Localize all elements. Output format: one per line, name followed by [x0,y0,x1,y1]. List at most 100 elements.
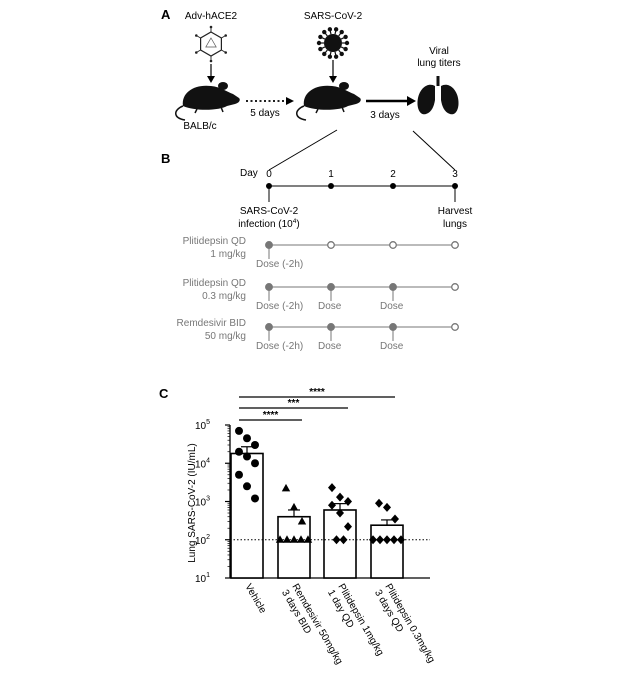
no-dose-point [327,241,335,249]
dose-point [327,323,335,331]
data-point [281,483,291,492]
no-dose-point [451,323,459,331]
data-point [243,452,251,461]
data-point [235,426,243,435]
dose-label: Dose [318,301,342,312]
data-point [251,459,259,468]
harvest-label-line1: Harvest [438,206,473,217]
data-point [251,494,259,503]
interval2-label: 3 days [370,110,399,121]
interval1-label: 5 days [250,108,279,119]
bar [277,515,311,579]
dose-label: Dose (-2h) [256,259,303,270]
bar [323,509,357,579]
data-point [339,535,348,545]
data-point [369,535,377,545]
data-point [328,483,336,493]
significance-label: **** [309,387,325,398]
dose-label: Dose [380,341,404,352]
y-tick-label: 104 [195,457,210,470]
spike-tip [339,29,344,35]
panel-a: A Adv-hACE2 SARS-CoV-2 Viral lung titers… [161,7,461,132]
regimen-dose: 1 mg/kg [210,249,246,260]
dose-point [389,323,397,331]
bar [370,524,404,579]
regimen-name: Remdesivir BID [177,318,246,329]
virus2-label: SARS-CoV-2 [304,11,363,22]
endpoint-label-line1: Viral [429,46,449,57]
virus1-label: Adv-hACE2 [185,11,238,22]
timeline-axis-title: Day [240,168,258,179]
significance-label: *** [288,398,300,409]
data-point [336,492,344,502]
data-point [243,482,251,491]
data-point [397,535,405,545]
data-point [344,497,352,506]
no-dose-point [389,241,397,249]
mouse-icon [296,82,361,121]
dose-point [265,283,273,291]
data-point [235,447,243,456]
data-point [390,535,398,545]
day-label: 2 [390,169,396,180]
endpoint-label-line2: lung titers [417,58,460,69]
adenovirus-icon [195,25,227,63]
zoom-lines [268,129,456,171]
data-point [289,502,299,511]
day-label: 3 [452,169,458,180]
strain-label: BALB/c [183,121,216,132]
data-point [375,498,383,508]
data-point [332,535,341,545]
dose-label: Dose [380,301,404,312]
regimen-dose: 50 mg/kg [205,331,246,342]
x-category-label: Plitidepsin 0.3mg/kg3 days QD [372,582,437,665]
dotted-arrow-icon [246,97,294,105]
dose-label: Dose [318,341,342,352]
no-dose-point [451,283,459,291]
y-axis-label: Lung SARS-CoV-2 (IU/mL) [187,443,198,563]
y-tick-label: 101 [195,572,210,585]
regimen-name: Plitidepsin QD [183,278,246,289]
data-point [297,517,307,525]
data-point [391,514,399,524]
x-category-label: Vehicle [242,582,268,616]
arrow-down-icon [329,60,337,83]
y-tick-label: 103 [195,496,210,509]
spike-tip [318,34,323,40]
regimen-name: Plitidepsin QD [183,236,246,247]
spike-tip [318,46,323,52]
regimen-dose: 0.3 mg/kg [202,291,246,302]
harvest-label-line2: lungs [443,219,467,230]
spike-tip [344,40,350,46]
data-point [251,441,259,450]
panel-c: C Lung SARS-CoV-2 (IU/mL) 101 102 103 104 10… [159,386,437,666]
spike-tip [322,51,327,57]
dose-label: Dose (-2h) [256,341,303,352]
data-point [289,535,299,543]
y-tick-label: 102 [195,534,210,547]
data-point [376,535,384,545]
spike-tip [316,40,322,46]
spike-tip [322,29,327,35]
infection-label-line2: infection (104) [238,218,299,230]
spike-tip [327,27,333,32]
dose-point [265,241,273,249]
main-timeline [266,183,458,202]
day-label: 0 [266,169,272,180]
infection-label-line1: SARS-CoV-2 [240,206,299,217]
data-point [296,535,306,543]
data-point [328,500,336,510]
panel-c-letter: C [159,386,169,401]
dose-point [327,283,335,291]
y-tick-label: 105 [195,419,210,432]
panel-a-letter: A [161,7,171,22]
no-dose-point [451,241,459,249]
data-point [275,535,285,543]
category-line1: Vehicle [242,582,268,616]
spike-tip [343,46,348,52]
